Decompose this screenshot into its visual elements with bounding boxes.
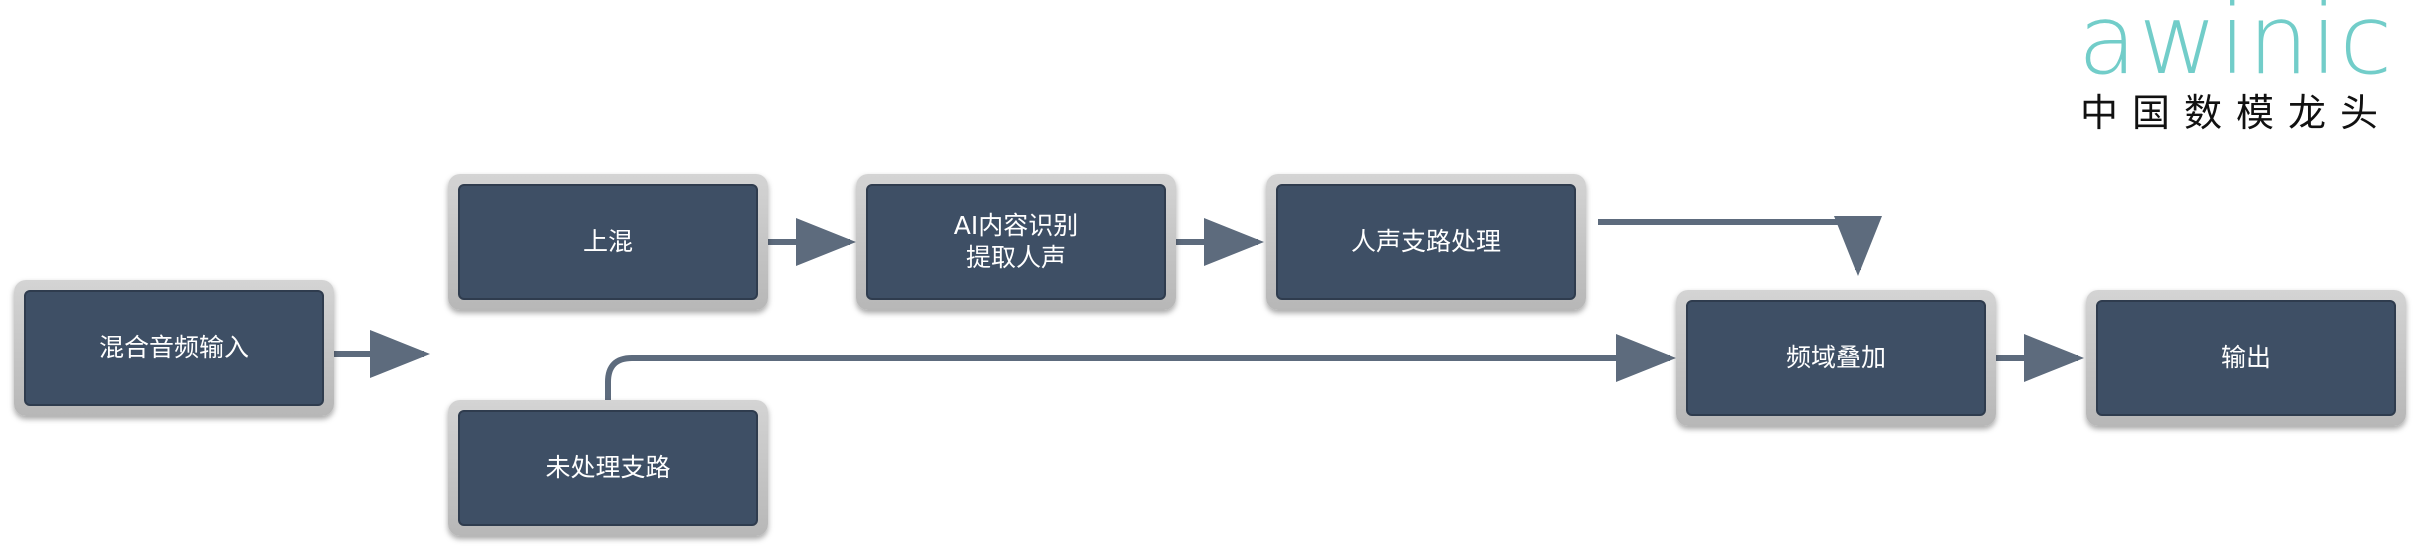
logo-wordmark: awinic [2077,0,2395,96]
node-output: 输出 [2086,290,2406,426]
awinic-logo: awinic 中国数模龙头 [2068,0,2408,150]
node-unprocessed: 未处理支路 [448,400,768,536]
logo-tagline: 中国数模龙头 [2079,91,2392,135]
node-mixed-input: 混合音频输入 [14,280,334,416]
node-vocal-process-label: 人声支路处理 [1276,184,1576,300]
node-mixed-input-label: 混合音频输入 [24,290,324,406]
node-ai-extract: AI内容识别 提取人声 [856,174,1176,310]
node-freq-overlay-label: 频域叠加 [1686,300,1986,416]
node-upmix-label: 上混 [458,184,758,300]
node-output-label: 输出 [2096,300,2396,416]
node-freq-overlay: 频域叠加 [1676,290,1996,426]
node-ai-extract-label: AI内容识别 提取人声 [866,184,1166,300]
node-upmix: 上混 [448,174,768,310]
arrow-vocal-to-overlay [1598,216,1882,276]
node-unprocessed-label: 未处理支路 [458,410,758,526]
node-vocal-process: 人声支路处理 [1266,174,1586,310]
arrow-unprocessed-to-overlay [605,334,1676,404]
